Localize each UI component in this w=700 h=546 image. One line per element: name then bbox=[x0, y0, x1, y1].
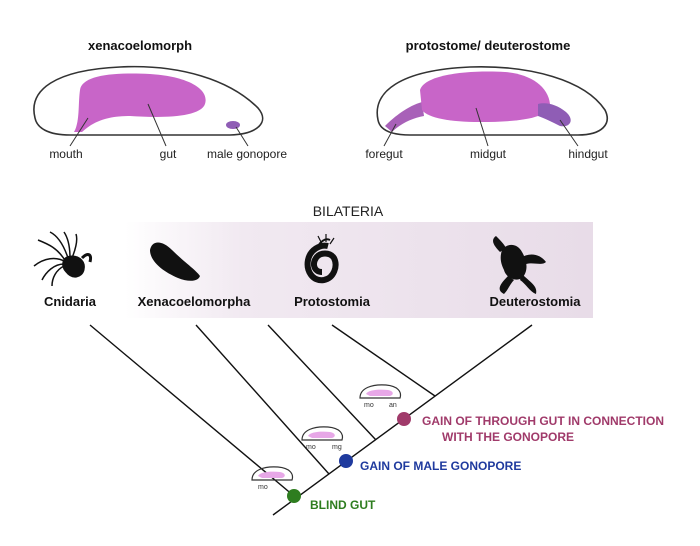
node-male-gonopore bbox=[339, 454, 353, 468]
midgut-shape bbox=[420, 71, 550, 122]
node-through-gut bbox=[397, 412, 411, 426]
node-label-blind-gut: BLIND GUT bbox=[310, 498, 376, 512]
blind-icon-mo: mo bbox=[258, 484, 268, 491]
gonopore-icon-mo: mo bbox=[306, 444, 316, 451]
mouth-pointer bbox=[69, 117, 89, 147]
node-label-through-gut: GAIN OF THROUGH GUT IN CONNECTION bbox=[422, 414, 664, 428]
gonopore-pointer bbox=[235, 126, 249, 147]
midgut-pointer bbox=[475, 107, 489, 147]
node-label-through-gut-line2: WITH THE GONOPORE bbox=[442, 430, 574, 444]
through-icon-mo: mo bbox=[364, 402, 374, 409]
branch-cnidaria bbox=[89, 324, 295, 497]
node-label-male-gonopore: GAIN OF MALE GONOPORE bbox=[360, 459, 521, 473]
protostomia-silhouette-icon bbox=[304, 234, 339, 284]
xenacoelomorph-gut bbox=[74, 73, 206, 132]
branch-xenacoelomorpha bbox=[195, 324, 330, 475]
bilaterian-body-outline bbox=[376, 66, 608, 136]
foregut-pointer bbox=[383, 123, 397, 147]
blind-gut-small-icon: mo bbox=[251, 466, 294, 491]
gut-pointer bbox=[147, 103, 167, 147]
bilateria-label: BILATERIA bbox=[313, 203, 384, 219]
taxon-label-cnidaria: Cnidaria bbox=[44, 294, 97, 309]
branch-protostomia bbox=[267, 324, 377, 441]
foregut-label: foregut bbox=[365, 147, 403, 161]
xenacoelomorph-body-outline bbox=[33, 65, 264, 136]
through-gut-small-icon: mo an bbox=[359, 384, 402, 409]
mouth-label: mouth bbox=[49, 147, 82, 161]
gut-label: gut bbox=[160, 147, 177, 161]
xenacoelomorpha-silhouette-icon bbox=[150, 242, 200, 281]
hindgut-shape bbox=[538, 103, 571, 127]
taxon-label-xenacoelomorpha: Xenacoelomorpha bbox=[138, 294, 251, 309]
through-icon-an: an bbox=[389, 402, 397, 409]
cnidaria-silhouette-icon bbox=[33, 231, 92, 287]
gonopore-icon-mg: mg bbox=[332, 444, 342, 451]
foregut-shape bbox=[385, 102, 424, 132]
midgut-label: midgut bbox=[470, 147, 507, 161]
hindgut-pointer bbox=[559, 119, 579, 147]
protostome-deuterostome-title: protostome/ deuterostome bbox=[406, 38, 571, 53]
taxon-label-deuterostomia: Deuterostomia bbox=[489, 294, 581, 309]
male-gonopore-shape bbox=[226, 121, 240, 129]
node-blind-gut bbox=[287, 489, 301, 503]
gonopore-small-icon: mo mg bbox=[301, 426, 344, 451]
deuterostomia-silhouette-icon bbox=[493, 236, 546, 294]
xenacoelomorph-title: xenacoelomorph bbox=[88, 38, 192, 53]
branch-protostomia-inner bbox=[331, 324, 436, 397]
taxon-label-protostomia: Protostomia bbox=[294, 294, 371, 309]
male-gonopore-label: male gonopore bbox=[207, 147, 287, 161]
hindgut-label: hindgut bbox=[568, 147, 608, 161]
